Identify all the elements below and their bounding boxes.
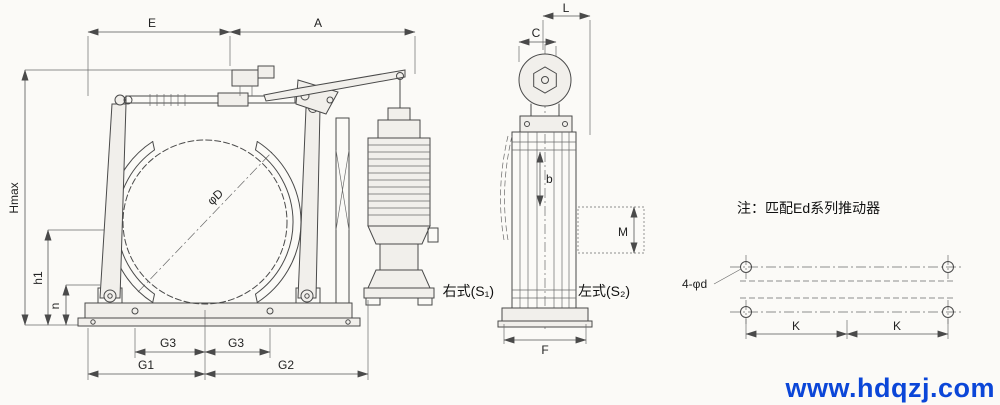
holes-label: 4-φd — [682, 277, 707, 291]
dim-label-h1: h1 — [31, 271, 45, 285]
top-linkage — [123, 65, 406, 115]
dim-label-G3-right: G3 — [228, 336, 244, 350]
dim-label-Hmax: Hmax — [7, 182, 21, 213]
dim-label-C: C — [532, 26, 541, 40]
dim-M: M — [577, 206, 645, 254]
brake-arms — [99, 94, 321, 303]
website-watermark[interactable]: www.hdqzj.com — [784, 373, 995, 403]
note-text: 注：匹配Ed系列推动器 — [737, 200, 880, 216]
dim-label-L: L — [563, 1, 570, 15]
side-body: b — [500, 131, 577, 309]
dim-label-n: n — [48, 303, 62, 310]
dim-bottom: G3 G3 G1 G2 — [87, 300, 369, 380]
dim-label-G1: G1 — [138, 358, 154, 372]
dim-left-verticals: Hmax h1 n — [7, 69, 234, 326]
thruster — [363, 107, 439, 306]
dim-label-G2: G2 — [278, 358, 294, 372]
dim-L-C: L C — [518, 1, 591, 135]
dim-label-F: F — [541, 343, 548, 357]
side-view: L C — [443, 1, 645, 357]
front-view: E A Hmax h1 n — [7, 16, 439, 380]
dim-F: F — [503, 324, 587, 357]
dim-label-M: M — [618, 225, 628, 239]
variant-left-label: 左式(S₂) — [578, 283, 630, 299]
top-wheel — [518, 53, 573, 133]
variant-right-label: 右式(S₁) — [443, 283, 494, 299]
dim-label-E: E — [148, 16, 156, 30]
dim-label-phiD: φD — [204, 186, 226, 208]
base-plate — [77, 287, 361, 327]
brake-drum: φD — [122, 139, 288, 305]
dim-label-b: b — [546, 172, 553, 186]
support-column — [335, 117, 350, 304]
dim-label-K-left: K — [792, 319, 800, 333]
dim-E-A: E A — [87, 16, 416, 96]
dim-label-G3-left: G3 — [160, 336, 176, 350]
dim-label-A: A — [314, 16, 322, 30]
side-base — [497, 307, 593, 328]
hole-pattern: 4-φd K K — [682, 255, 962, 339]
dim-label-K-right: K — [893, 319, 901, 333]
